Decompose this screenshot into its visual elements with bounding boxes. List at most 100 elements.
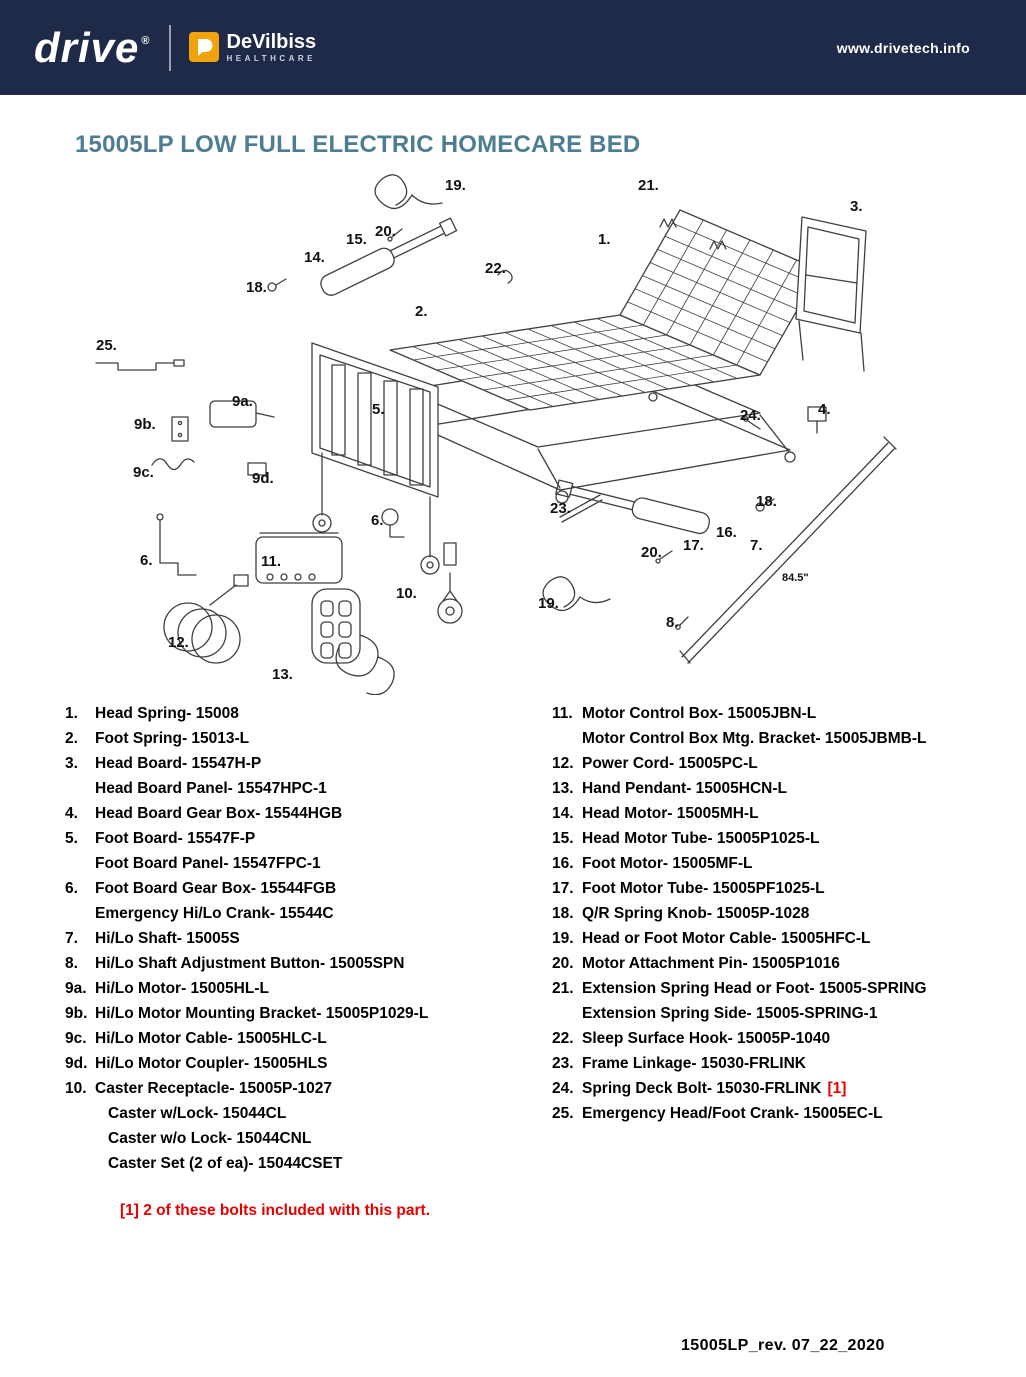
part-number: 22. <box>552 1030 574 1047</box>
part-description: Hi/Lo Shaft Adjustment Button- 15005SPN <box>95 955 405 972</box>
part-item: 20.Motor Attachment Pin- 15005P1016 <box>552 951 1005 976</box>
part-number <box>65 1126 95 1151</box>
part-description: Head Motor Tube- 15005P1025-L <box>582 830 820 847</box>
bed-illustration <box>95 174 897 695</box>
part-number: 10. <box>65 1080 87 1097</box>
part-description: Head Board Gear Box- 15544HGB <box>95 805 343 822</box>
part-number <box>65 1101 95 1126</box>
callout-label: 10. <box>396 585 417 602</box>
part-number <box>65 901 95 926</box>
callout-label: 17. <box>683 537 704 554</box>
part-description: Hi/Lo Motor Cable- 15005HLC-L <box>95 1030 327 1047</box>
devilbiss-logo: DeVilbiss HEALTHCARE <box>188 30 317 63</box>
part-item: 15. Head Motor Tube- 15005P1025-L <box>552 826 1005 851</box>
part-number <box>552 1001 582 1026</box>
part-number: 11. <box>552 705 573 722</box>
header-bar: drive® DeVilbiss HEALTHCARE www.drivetec… <box>0 0 1026 95</box>
part-number: 2. <box>65 730 78 747</box>
callout-label: 2. <box>415 303 428 320</box>
callout-label: 1. <box>598 231 611 248</box>
part-item: 23.Frame Linkage- 15030-FRLINK <box>552 1051 1005 1076</box>
part-item: Motor Control Box Mtg. Bracket- 15005JBM… <box>552 726 1005 751</box>
brand-divider <box>168 24 171 71</box>
callout-label: 8. <box>666 614 679 631</box>
part-number: 15. <box>552 830 574 847</box>
part-description: Head Spring- 15008 <box>95 705 239 722</box>
part-description: Caster Receptacle- 15005P-1027 <box>95 1080 332 1097</box>
part-number: 21. <box>552 980 574 997</box>
part-item: 13. Hand Pendant- 15005HCN-L <box>552 776 1005 801</box>
page-title: 15005LP LOW FULL ELECTRIC HOMECARE BED <box>75 131 641 158</box>
part-item: Caster Set (2 of ea)- 15044CSET <box>65 1151 552 1176</box>
callout-label: 19. <box>445 177 466 194</box>
part-item: 22. Sleep Surface Hook- 15005P-1040 <box>552 1026 1005 1051</box>
part-description: Hi/Lo Motor Mounting Bracket- 15005P1029… <box>95 1005 429 1022</box>
part-item: 9a.Hi/Lo Motor- 15005HL-L <box>65 976 552 1001</box>
part-description: Sleep Surface Hook- 15005P-1040 <box>582 1030 831 1047</box>
part-number: 4. <box>65 805 78 822</box>
part-item: Extension Spring Side- 15005-SPRING-1 <box>552 1001 1005 1026</box>
website-link[interactable]: www.drivetech.info <box>836 39 970 56</box>
part-number: 9a. <box>65 980 87 997</box>
part-number: 24. <box>552 1080 574 1097</box>
part-item: 2.Foot Spring- 15013-L <box>65 726 552 751</box>
part-item: 9c.Hi/Lo Motor Cable- 15005HLC-L <box>65 1026 552 1051</box>
part-item: 8.Hi/Lo Shaft Adjustment Button- 15005SP… <box>65 951 552 976</box>
registered-mark: ® <box>141 34 151 47</box>
part-item: 18.Q/R Spring Knob- 15005P-1028 <box>552 901 1005 926</box>
part-description: Extension Spring Side- 15005-SPRING-1 <box>582 1005 878 1022</box>
callout-label: 5. <box>372 401 385 418</box>
devilbiss-subtitle: HEALTHCARE <box>226 53 317 63</box>
callout-label: 25. <box>96 337 117 354</box>
part-item: 19.Head or Foot Motor Cable- 15005HFC-L <box>552 926 1005 951</box>
callout-label: 7. <box>750 537 763 554</box>
part-description: Emergency Head/Foot Crank- 15005EC-L <box>582 1105 883 1122</box>
part-description: Head Motor- 15005MH-L <box>582 805 759 822</box>
part-description: Frame Linkage- 15030-FRLINK <box>582 1055 806 1072</box>
part-item: 25. Emergency Head/Foot Crank- 15005EC-L <box>552 1101 1005 1126</box>
callout-label: 3. <box>850 198 863 215</box>
part-item: 14. Head Motor- 15005MH-L <box>552 801 1005 826</box>
callout-label: 19. <box>538 595 559 612</box>
callout-label: 6. <box>140 552 153 569</box>
part-item: Head Board Panel- 15547HPC-1 <box>65 776 552 801</box>
callout-label: 24. <box>740 407 761 424</box>
callout-label: 9c. <box>133 464 154 481</box>
callout-label: 11. <box>261 553 282 570</box>
part-description: Caster w/Lock- 15044CL <box>108 1105 287 1122</box>
part-item: 21. Extension Spring Head or Foot- 15005-… <box>552 976 1005 1001</box>
part-item: 24.Spring Deck Bolt- 15030-FRLINK[1] <box>552 1076 1005 1101</box>
part-description: Foot Motor Tube- 15005PF1025-L <box>582 880 825 897</box>
part-number: 18. <box>552 905 574 922</box>
part-description: Hand Pendant- 15005HCN-L <box>582 780 787 797</box>
part-number: 13. <box>552 780 574 797</box>
part-number: 25. <box>552 1105 574 1122</box>
part-number: 16. <box>552 855 574 872</box>
part-item: Caster w/Lock- 15044CL <box>65 1101 552 1126</box>
part-item: 12.Power Cord- 15005PC-L <box>552 751 1005 776</box>
part-description: Emergency Hi/Lo Crank- 15544C <box>95 905 334 922</box>
part-footnote-ref: [1] <box>827 1080 847 1097</box>
part-item: 10. Caster Receptacle- 15005P-1027 <box>65 1076 552 1101</box>
part-description: Foot Board Gear Box- 15544FGB <box>95 880 337 897</box>
part-number <box>65 776 95 801</box>
part-number: 1. <box>65 705 78 722</box>
drive-logo: drive® <box>34 23 151 71</box>
part-description: Extension Spring Head or Foot- 15005-SPR… <box>582 980 927 997</box>
callout-label: 14. <box>304 249 325 266</box>
callout-label: 9a. <box>232 393 253 410</box>
part-number: 12. <box>552 755 574 772</box>
part-number: 14. <box>552 805 574 822</box>
devilbiss-wordmark: DeVilbiss <box>226 30 317 53</box>
part-item: 17.Foot Motor Tube- 15005PF1025-L <box>552 876 1005 901</box>
callout-label: 21. <box>638 177 659 194</box>
part-description: Hi/Lo Motor Coupler- 15005HLS <box>95 1055 328 1072</box>
part-item: 6. Foot Board Gear Box- 15544FGB <box>65 876 552 901</box>
part-item: 9d.Hi/Lo Motor Coupler- 15005HLS <box>65 1051 552 1076</box>
callout-label: 4. <box>818 401 831 418</box>
part-item: 11.Motor Control Box- 15005JBN-L <box>552 701 1005 726</box>
part-item: Foot Board Panel- 15547FPC-1 <box>65 851 552 876</box>
part-number: 6. <box>65 880 78 897</box>
part-item: 5.Foot Board- 15547F-P <box>65 826 552 851</box>
devilbiss-shield-icon <box>188 32 219 63</box>
